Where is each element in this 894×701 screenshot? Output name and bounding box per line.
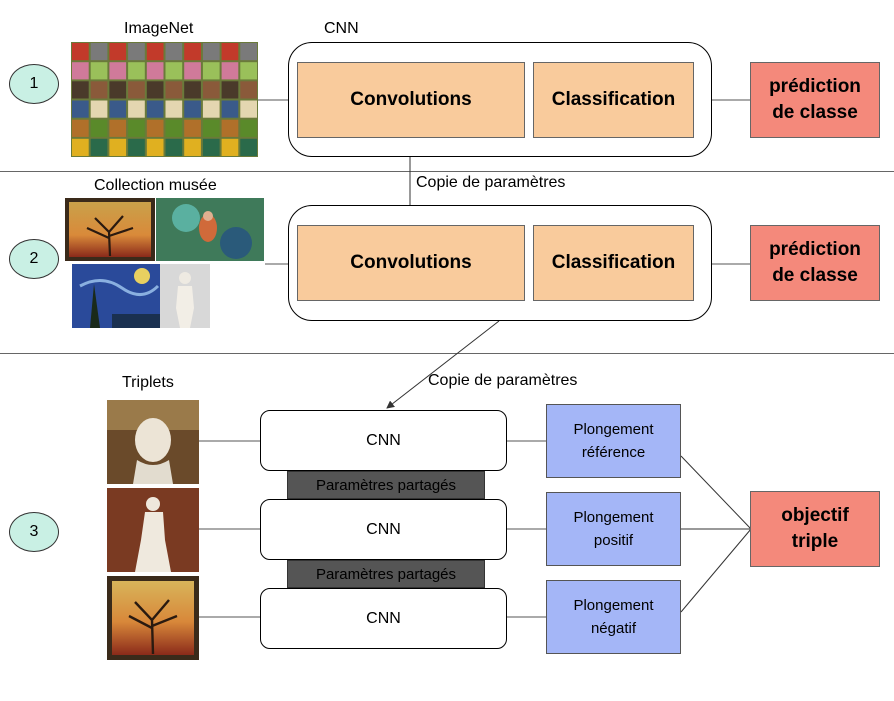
museum-painting-starry-night-picture — [72, 264, 160, 328]
parameter-copy-label-1: Copie de paramètres — [416, 174, 566, 191]
section-divider-2 — [0, 353, 894, 354]
connector-emb-obj-3 — [680, 528, 752, 613]
imagenet-mosaic-image — [71, 42, 258, 157]
shared-parameters-2: Paramètres partagés — [287, 560, 485, 588]
triplet-reference-image — [107, 400, 199, 484]
convolutions-block-1: Convolutions — [297, 62, 525, 138]
class-prediction-1: prédiction de classe — [750, 62, 880, 138]
triplet-reference-picture — [107, 400, 199, 484]
triplets-label: Triplets — [122, 374, 174, 391]
museum-painting-abstract-picture — [156, 198, 264, 261]
embedding-reference: Plongement référence — [546, 404, 681, 478]
museum-painting-tree-picture — [65, 198, 155, 261]
classification-block-2: Classification — [533, 225, 694, 301]
museum-statue-david-picture — [160, 264, 210, 328]
cnn-branch-reference: CNN — [260, 410, 507, 471]
step-2-badge: 2 — [9, 239, 59, 279]
imagenet-label: ImageNet — [124, 20, 194, 37]
triplet-objective: objectif triple — [750, 491, 880, 567]
triplet-negative-image — [107, 576, 199, 660]
connector-emb-obj-1 — [680, 455, 752, 530]
embedding-negative: Plongement négatif — [546, 580, 681, 654]
shared-parameters-1: Paramètres partagés — [287, 471, 485, 499]
convolutions-block-2: Convolutions — [297, 225, 525, 301]
cnn-branch-positive: CNN — [260, 499, 507, 560]
arrow-copy-2 — [386, 320, 500, 409]
cnn-label: CNN — [324, 20, 359, 37]
triplet-positive-picture — [107, 488, 199, 572]
triplet-positive-image — [107, 488, 199, 572]
imagenet-mosaic-picture — [72, 43, 257, 156]
museum-painting-tree-image — [65, 198, 155, 261]
triplet-negative-picture — [107, 576, 199, 660]
class-prediction-2: prédiction de classe — [750, 225, 880, 301]
museum-statue-david-image — [160, 264, 210, 328]
parameter-copy-label-2: Copie de paramètres — [428, 372, 578, 389]
step-1-badge: 1 — [9, 64, 59, 104]
cnn-branch-negative: CNN — [260, 588, 507, 649]
museum-collection-label: Collection musée — [94, 177, 217, 194]
embedding-positive: Plongement positif — [546, 492, 681, 566]
museum-painting-abstract-image — [156, 198, 264, 261]
step-3-badge: 3 — [9, 512, 59, 552]
museum-painting-starry-night-image — [72, 264, 160, 328]
classification-block-1: Classification — [533, 62, 694, 138]
section-divider-1 — [0, 171, 894, 172]
